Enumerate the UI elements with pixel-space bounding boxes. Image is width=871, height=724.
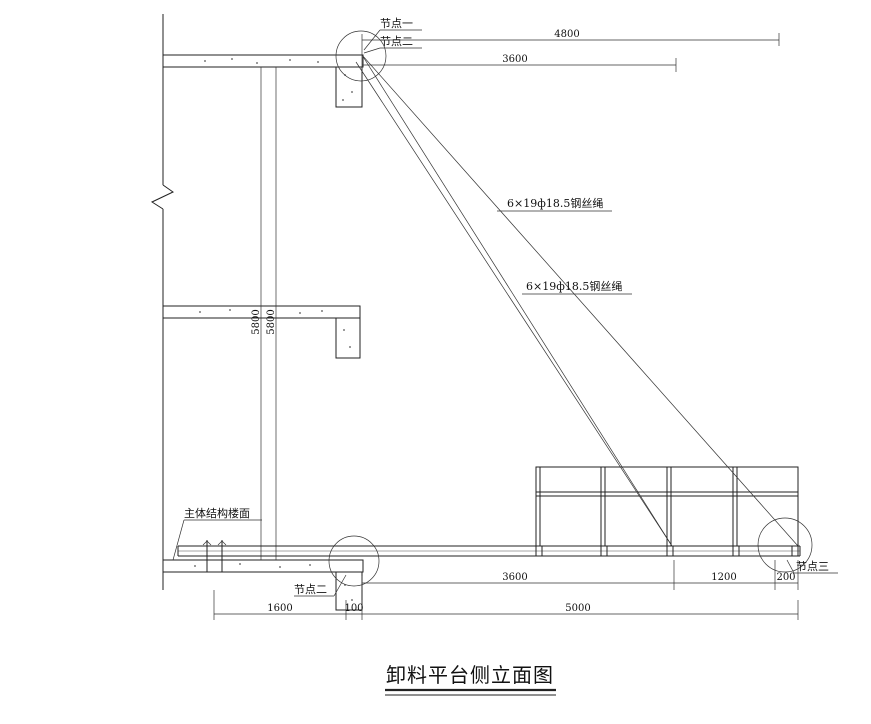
height-dimension-b: 5800 (266, 309, 277, 334)
top-node-labels: 节点一 节点二 (363, 17, 422, 54)
dim-200: 200 (776, 572, 795, 583)
detail-circle-top (335, 30, 387, 82)
bottom-dimension-row-2 (213, 590, 799, 620)
dim-1200: 1200 (711, 572, 736, 583)
rope-label-2: 6×19ф18.5钢丝绳 (526, 279, 622, 293)
main-wall (150, 14, 174, 590)
dim-5000: 5000 (565, 603, 590, 614)
floor-label: 主体结构楼面 (184, 506, 250, 520)
bottom-dimension-row-1 (361, 560, 799, 590)
rope-label-2-group: 6×19ф18.5钢丝绳 (522, 279, 632, 295)
detail-circle-right (757, 517, 813, 573)
node-label-top-2: 节点二 (380, 35, 413, 48)
dim-top-3600: 3600 (502, 54, 527, 65)
dim-1600: 1600 (267, 603, 292, 614)
platform-railing (535, 466, 799, 547)
detail-circle-bottom (328, 535, 380, 587)
drawing-title: 卸料平台侧立面图 (386, 663, 554, 687)
anchor-bolts (202, 540, 227, 572)
node-label-top-1: 节点一 (380, 17, 413, 30)
height-dimension-a: 5800 (251, 309, 262, 334)
bottom-node-label-group: 节点二 (294, 574, 347, 597)
node-label-right: 节点三 (796, 560, 829, 573)
rope-label-1-group: 6×19ф18.5钢丝绳 (497, 196, 612, 212)
platform-beam (177, 545, 801, 557)
right-node-label-group: 节点三 (786, 559, 838, 574)
beam-stiffeners (535, 545, 799, 557)
dim-bottom-3600: 3600 (502, 572, 527, 583)
bottom-floor-slab (162, 559, 364, 611)
rope-label-1: 6×19ф18.5钢丝绳 (507, 196, 603, 210)
dim-100: 100 (344, 603, 363, 614)
top-floor-slab (162, 54, 364, 108)
steel-wire-ropes (355, 54, 799, 547)
top-dimension-lines (361, 33, 780, 72)
node-label-bottom: 节点二 (294, 583, 327, 596)
middle-floor-slab (162, 305, 361, 359)
dim-4800: 4800 (554, 29, 579, 40)
floor-label-group: 主体结构楼面 (172, 506, 262, 561)
height-dimension-lines (260, 67, 277, 560)
